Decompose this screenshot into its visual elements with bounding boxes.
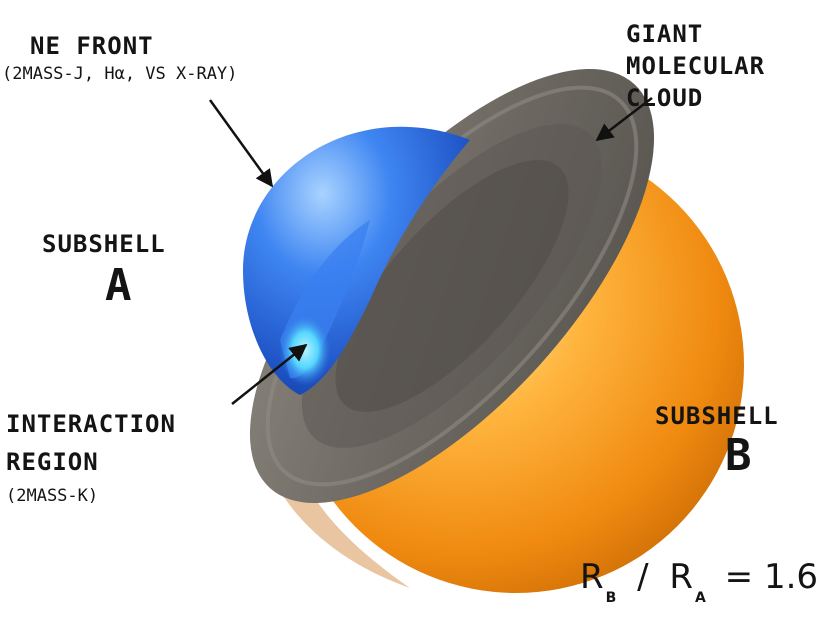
subshell-b-letter: B — [725, 430, 752, 481]
ratio-r2: R — [669, 557, 694, 597]
arrow-interaction — [231, 343, 308, 405]
arrow-giant-cloud — [595, 97, 653, 142]
ratio-sub1: B — [605, 590, 617, 606]
ratio-r1: R — [580, 557, 604, 597]
ratio-sub2: A — [695, 590, 706, 606]
giant-molecular-cloud — [249, 68, 655, 504]
ratio-equals: = 1.6 — [724, 557, 819, 597]
giant-cloud-line2: MOLECULAR — [626, 52, 766, 80]
interaction-region-line1: INTERACTION — [6, 410, 176, 438]
subshell-b-word: SUBSHELL — [655, 402, 779, 430]
interaction-region-glow — [279, 314, 331, 386]
interaction-region-subtitle: (2MASS-K) — [6, 486, 99, 506]
ratio-slash: / — [637, 557, 649, 597]
subshell-a-word: SUBSHELL — [42, 230, 166, 258]
interaction-region-line2: REGION — [6, 448, 99, 476]
ne-front-title: NE FRONT — [30, 32, 154, 60]
arrow-ne-front — [208, 99, 274, 188]
ne-front-subtitle: (2MASS-J, Hα, VS X-RAY) — [2, 64, 238, 84]
radius-ratio: RB / RA = 1.6 — [580, 560, 818, 605]
giant-cloud-line3: CLOUD — [626, 84, 704, 112]
subshell-a-letter: A — [105, 260, 132, 311]
giant-cloud-line1: GIANT — [626, 20, 704, 48]
